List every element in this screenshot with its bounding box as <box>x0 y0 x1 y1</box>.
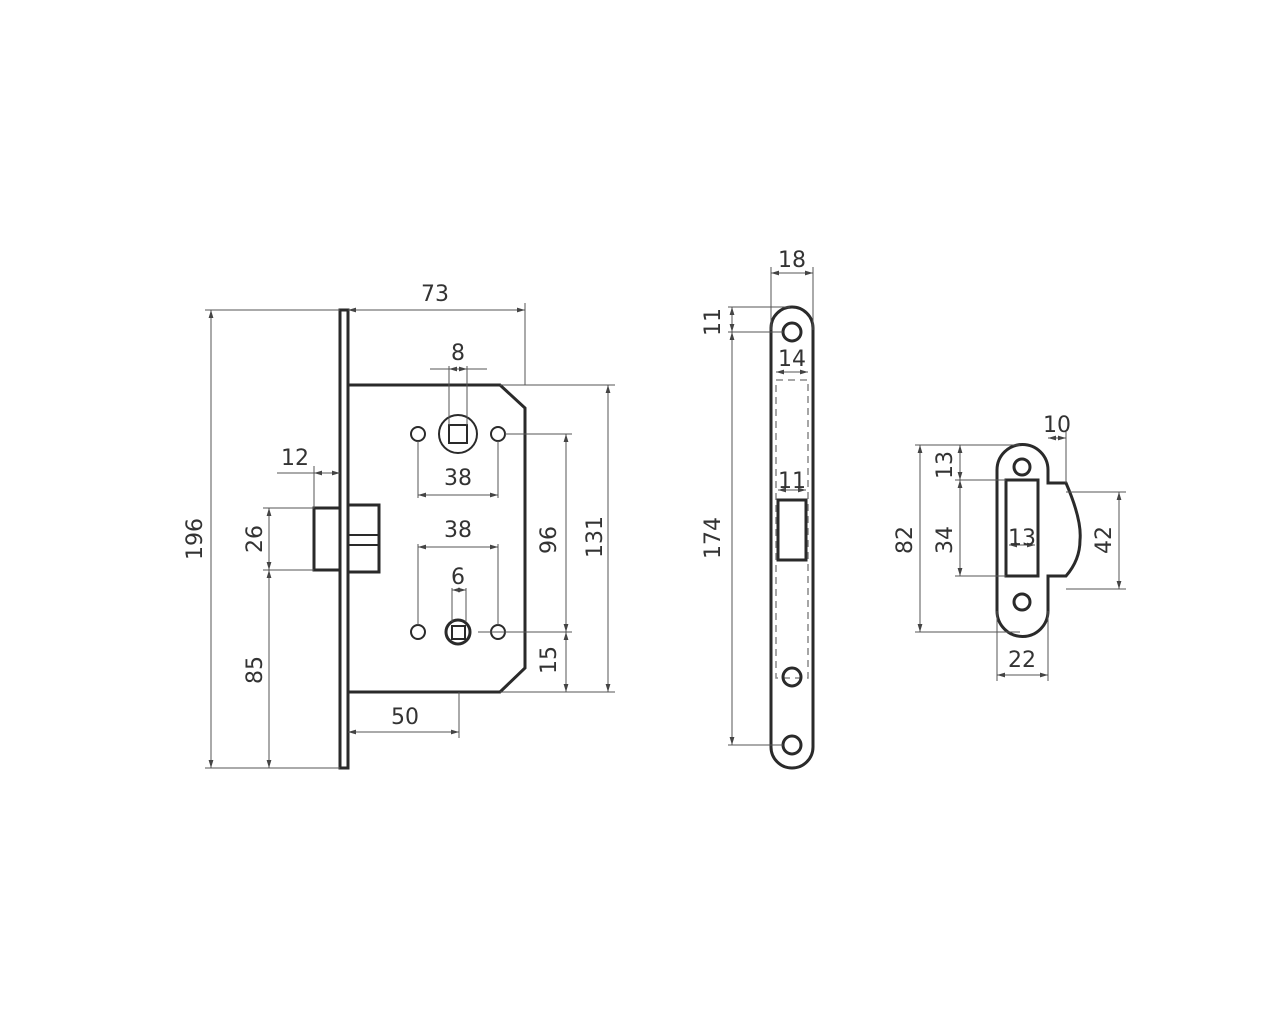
dim-73: 73 <box>421 282 449 307</box>
dim-10: 10 <box>1043 413 1071 438</box>
dim-50: 50 <box>391 705 419 730</box>
dim-174: 174 <box>701 517 726 559</box>
faceplate-view: 18 11 174 14 11 <box>701 248 815 770</box>
dim-15: 15 <box>537 646 562 674</box>
lock-body-view: 73 196 26 85 12 8 38 38 6 <box>183 282 615 770</box>
faceplate-outline <box>769 305 815 770</box>
latch-slot <box>776 498 808 562</box>
strike-slot <box>1004 478 1040 578</box>
screw-hole <box>1012 457 1032 477</box>
screw-hole <box>781 666 803 688</box>
dim-13-slot: 13 <box>1008 526 1036 551</box>
dim-12: 12 <box>281 446 309 471</box>
lock-case <box>348 383 527 694</box>
latch-bolt <box>312 506 342 572</box>
dim-11-slot: 11 <box>778 469 806 494</box>
dim-26: 26 <box>243 525 268 553</box>
screw-hole <box>490 426 506 442</box>
spindle-hub <box>438 414 478 454</box>
dim-85: 85 <box>243 656 268 684</box>
dim-34: 34 <box>933 526 958 554</box>
screw-hole <box>1012 592 1032 612</box>
dim-131: 131 <box>583 516 608 558</box>
dim-13-top: 13 <box>933 451 958 479</box>
dim-38-lower: 38 <box>444 518 472 543</box>
dim-18: 18 <box>778 248 806 273</box>
screw-hole <box>781 321 803 343</box>
dim-38-upper: 38 <box>444 466 472 491</box>
strike-plate-view: 10 13 34 82 13 42 22 <box>893 413 1126 681</box>
dim-82: 82 <box>893 526 918 554</box>
case-outline-hidden <box>775 379 809 679</box>
dim-196: 196 <box>183 518 208 560</box>
dim-6: 6 <box>451 565 465 590</box>
dim-8: 8 <box>451 341 465 366</box>
dim-11-hole: 11 <box>701 308 726 336</box>
spindle-square <box>448 424 468 444</box>
screw-hole <box>410 426 426 442</box>
screw-hole <box>410 624 426 640</box>
dim-96: 96 <box>537 526 562 554</box>
thumbturn-square <box>451 625 466 640</box>
dim-42: 42 <box>1092 526 1117 554</box>
latch-housing <box>346 503 381 574</box>
strike-outline <box>995 443 1082 638</box>
dim-22: 22 <box>1008 648 1036 673</box>
thumbturn-hub <box>444 618 472 646</box>
dim-14: 14 <box>778 347 806 372</box>
screw-hole <box>781 734 803 756</box>
